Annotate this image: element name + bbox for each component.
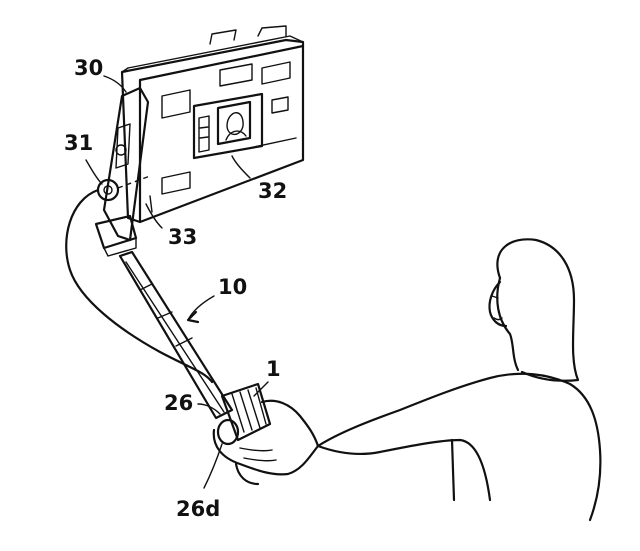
- label-32: 32: [258, 179, 287, 203]
- cable: [65, 188, 214, 384]
- leader-31: [85, 159, 103, 185]
- arrow-10: [186, 310, 200, 324]
- leader-30: [103, 75, 127, 93]
- grip: [216, 382, 272, 446]
- telescopic-pole: [118, 250, 234, 420]
- leader-26d: [203, 443, 223, 489]
- label-31: 31: [64, 131, 93, 155]
- label-1: 1: [266, 357, 281, 381]
- leader-lines: [85, 75, 269, 489]
- camera-screen: [192, 92, 264, 160]
- leader-33: [145, 203, 163, 229]
- label-33: 33: [168, 225, 197, 249]
- label-10: 10: [218, 275, 247, 299]
- leader-32: [231, 155, 251, 179]
- camera-body: [120, 25, 305, 224]
- label-26d: 26d: [176, 497, 220, 521]
- person: [316, 238, 602, 522]
- leader-26: [197, 403, 221, 415]
- label-30: 30: [74, 56, 103, 80]
- label-26: 26: [164, 391, 193, 415]
- leader-1: [253, 381, 269, 397]
